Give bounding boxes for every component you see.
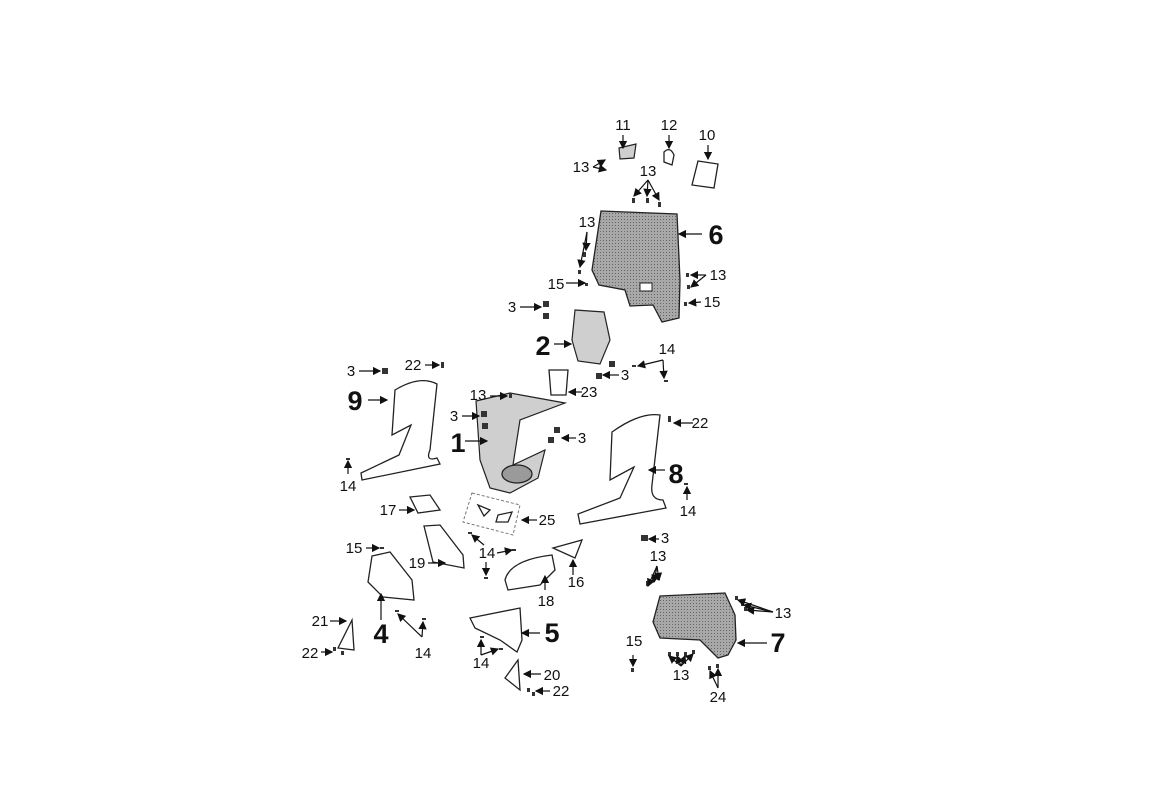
part-4-lower-cover <box>367 551 415 601</box>
callout-label: 22 <box>692 415 709 432</box>
part-11-bracket <box>618 143 637 160</box>
part-16-trim <box>551 539 584 559</box>
part-8-side-panel-right <box>577 413 667 525</box>
part-21-triangle <box>337 617 355 651</box>
callout-label: 13 <box>573 159 590 176</box>
callout-label: 4 <box>373 619 388 649</box>
part-2-inner-frame <box>571 309 611 365</box>
part-6-inner-shield <box>591 210 681 323</box>
callout-label: 13 <box>470 387 487 404</box>
part-25-decals <box>462 492 521 536</box>
callout-label: 15 <box>346 540 363 557</box>
callout-label: 19 <box>409 555 426 572</box>
callout-labels: 11 12 10 13 13 13 6 15 13 15 3 2 14 3 3 … <box>302 117 792 706</box>
part-5-lower-panel <box>469 607 523 653</box>
callout-label: 11 <box>615 117 631 134</box>
callout-label: 13 <box>579 214 596 231</box>
callout-label: 15 <box>626 633 643 650</box>
leader-arrows <box>321 135 774 696</box>
callout-label: 16 <box>568 574 585 591</box>
callout-label: 14 <box>680 503 697 520</box>
callout-label: 13 <box>775 605 792 622</box>
callout-label: 3 <box>347 363 355 380</box>
part-12-clip <box>663 148 675 166</box>
callout-label: 14 <box>340 478 357 495</box>
callout-label: 18 <box>538 593 555 610</box>
callout-label: 15 <box>548 276 565 293</box>
callout-label: 14 <box>659 341 676 358</box>
part-1-front-shield <box>475 392 568 494</box>
callout-label: 23 <box>581 384 598 401</box>
callout-label: 22 <box>302 645 319 662</box>
callout-label: 3 <box>661 530 669 547</box>
part-10-cover <box>691 160 719 189</box>
callout-label: 3 <box>578 430 586 447</box>
callout-label: 17 <box>380 502 397 519</box>
callout-label: 9 <box>347 386 362 416</box>
callout-label: 22 <box>553 683 570 700</box>
callout-label: 21 <box>312 613 329 630</box>
part-18-headlight-bezel-right <box>504 554 556 591</box>
callout-label: 13 <box>650 548 667 565</box>
callout-label: 3 <box>621 367 629 384</box>
part-9-side-panel-left <box>360 379 441 481</box>
screws <box>333 198 747 696</box>
part-19-headlight-bezel-left <box>423 524 465 569</box>
callout-label: 12 <box>661 117 678 134</box>
part-7-under-tray <box>652 592 737 659</box>
callout-label: 20 <box>544 667 561 684</box>
callout-label: 3 <box>508 299 516 316</box>
callout-label: 24 <box>710 689 727 706</box>
part-20-triangle <box>504 658 521 692</box>
callout-label: 13 <box>673 667 690 684</box>
part-17-trim <box>408 494 442 514</box>
callout-label: 2 <box>535 331 550 361</box>
callout-label: 15 <box>704 294 721 311</box>
callout-label: 8 <box>668 459 683 489</box>
callout-label: 1 <box>450 428 465 458</box>
callout-label: 14 <box>415 645 432 662</box>
callout-label: 5 <box>544 618 559 648</box>
callout-label: 10 <box>699 127 716 144</box>
callout-label: 25 <box>539 512 556 529</box>
callout-label: 3 <box>450 408 458 425</box>
callout-label: 6 <box>708 220 723 250</box>
callout-label: 13 <box>710 267 727 284</box>
callout-label: 14 <box>479 545 496 562</box>
callout-label: 22 <box>405 357 422 374</box>
callout-label: 13 <box>640 163 657 180</box>
part-23-plate <box>548 369 569 396</box>
callout-label: 14 <box>473 655 490 672</box>
callout-label: 7 <box>770 628 785 658</box>
